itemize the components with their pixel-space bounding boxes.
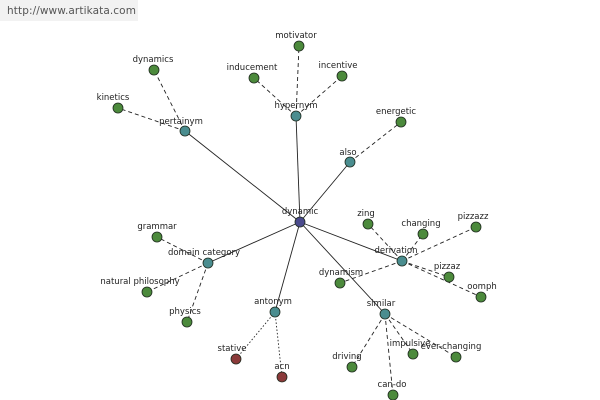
labels: dynamics kinetics pertainym motivator induce… bbox=[97, 31, 497, 390]
word-node-adjectival-stative[interactable] bbox=[276, 371, 288, 383]
word-node-motivator[interactable] bbox=[293, 40, 305, 52]
relation-label-pertainym: pertainym bbox=[159, 117, 203, 127]
relation-label-also: also bbox=[339, 148, 356, 158]
edge-similar-driving bbox=[351, 313, 386, 368]
relation-label-hypernym: hypernym bbox=[274, 101, 317, 111]
relation-node-pertainym[interactable] bbox=[179, 125, 191, 137]
relation-node-domain-category[interactable] bbox=[202, 257, 214, 269]
word-label-dynamics[interactable]: dynamics bbox=[133, 55, 174, 65]
relation-node-also[interactable] bbox=[344, 156, 356, 168]
word-label-driving[interactable]: driving bbox=[332, 352, 361, 362]
word-node-incentive[interactable] bbox=[336, 70, 348, 82]
edge-root-domain-category bbox=[207, 221, 301, 264]
word-node-kinetics[interactable] bbox=[112, 102, 124, 114]
nodes bbox=[112, 40, 487, 400]
edge-hypernym-motivator bbox=[295, 45, 300, 117]
edge-derivation-zing bbox=[367, 223, 403, 262]
edge-domain-category-physics bbox=[186, 262, 209, 323]
edge-derivation-oomph bbox=[401, 260, 482, 298]
edges bbox=[117, 45, 482, 396]
word-label-can-do[interactable]: can-do bbox=[378, 380, 407, 390]
word-node-pizzazz[interactable] bbox=[470, 221, 482, 233]
word-node-grammar[interactable] bbox=[151, 231, 163, 243]
watermark: http://www.artikata.com bbox=[0, 0, 138, 21]
word-label-oomph[interactable]: oomph bbox=[467, 282, 496, 292]
relation-label-domain-category: domain category bbox=[168, 248, 240, 258]
word-label-natural-philosophy[interactable]: natural philosophy bbox=[100, 277, 179, 287]
edge-also-energetic bbox=[349, 121, 402, 163]
root-node[interactable] bbox=[294, 216, 306, 228]
word-label-pizzaz[interactable]: pizzaz bbox=[434, 262, 461, 272]
word-node-oomph[interactable] bbox=[475, 291, 487, 303]
edge-derivation-dynamism bbox=[339, 260, 403, 284]
word-label-adjectival-stative[interactable]: acn bbox=[274, 362, 289, 372]
word-node-energetic[interactable] bbox=[395, 116, 407, 128]
relation-node-antonym[interactable] bbox=[269, 306, 281, 318]
watermark-text: http://www.artikata.com bbox=[7, 5, 137, 17]
word-label-stative[interactable]: stative bbox=[218, 344, 247, 354]
word-label-energetic[interactable]: energetic bbox=[376, 107, 417, 117]
edge-domain-category-natural-philosophy bbox=[146, 262, 209, 293]
word-label-impulsive[interactable]: impulsive bbox=[390, 339, 431, 349]
word-label-motivator[interactable]: motivator bbox=[275, 31, 317, 41]
edge-root-pertainym bbox=[184, 130, 301, 223]
edge-similar-impulsive bbox=[384, 313, 414, 355]
edge-pertainym-kinetics bbox=[117, 107, 186, 132]
word-label-grammar[interactable]: grammar bbox=[137, 222, 177, 232]
word-node-driving[interactable] bbox=[346, 361, 358, 373]
word-label-changing[interactable]: changing bbox=[401, 219, 440, 229]
word-label-inducement[interactable]: inducement bbox=[227, 63, 278, 73]
word-node-zing[interactable] bbox=[362, 218, 374, 230]
relation-label-similar: similar bbox=[367, 299, 396, 309]
relation-node-similar[interactable] bbox=[379, 308, 391, 320]
word-node-dynamism[interactable] bbox=[334, 277, 346, 289]
edge-root-similar bbox=[299, 221, 386, 315]
relation-node-derivation[interactable] bbox=[396, 255, 408, 267]
word-label-ever-changing[interactable]: ever-changing bbox=[421, 342, 482, 352]
word-node-pizzaz[interactable] bbox=[443, 271, 455, 283]
edge-hypernym-inducement bbox=[253, 77, 297, 117]
edge-domain-category-grammar bbox=[156, 236, 209, 264]
edge-root-derivation bbox=[299, 221, 403, 262]
word-node-natural-philosophy[interactable] bbox=[141, 286, 153, 298]
root-label: dynamic bbox=[282, 207, 319, 217]
word-label-pizzazz[interactable]: pizzazz bbox=[458, 212, 489, 222]
edge-hypernym-incentive bbox=[295, 75, 343, 117]
edge-root-also bbox=[299, 161, 351, 223]
word-label-incentive[interactable]: incentive bbox=[319, 61, 358, 71]
word-node-can-do[interactable] bbox=[387, 389, 399, 400]
word-label-zing[interactable]: zing bbox=[357, 209, 375, 219]
relation-label-derivation: derivation bbox=[374, 246, 417, 256]
word-node-ever-changing[interactable] bbox=[450, 351, 462, 363]
relation-node-hypernym[interactable] bbox=[290, 110, 302, 122]
word-node-inducement[interactable] bbox=[248, 72, 260, 84]
word-node-impulsive[interactable] bbox=[407, 348, 419, 360]
word-label-dynamism[interactable]: dynamism bbox=[319, 268, 363, 278]
edge-root-antonym bbox=[274, 221, 301, 313]
word-node-stative[interactable] bbox=[230, 353, 242, 365]
edge-pertainym-dynamics bbox=[153, 69, 186, 132]
word-label-kinetics[interactable]: kinetics bbox=[97, 93, 130, 103]
word-node-changing[interactable] bbox=[417, 228, 429, 240]
word-label-physics[interactable]: physics bbox=[169, 307, 201, 317]
edge-antonym-adjectival-stative bbox=[274, 311, 283, 378]
edge-derivation-changing bbox=[401, 233, 424, 262]
edge-root-hypernym bbox=[295, 115, 301, 223]
word-node-dynamics[interactable] bbox=[148, 64, 160, 76]
word-node-physics[interactable] bbox=[181, 316, 193, 328]
relation-label-antonym: antonym bbox=[254, 297, 292, 307]
edge-derivation-pizzaz bbox=[401, 260, 450, 278]
